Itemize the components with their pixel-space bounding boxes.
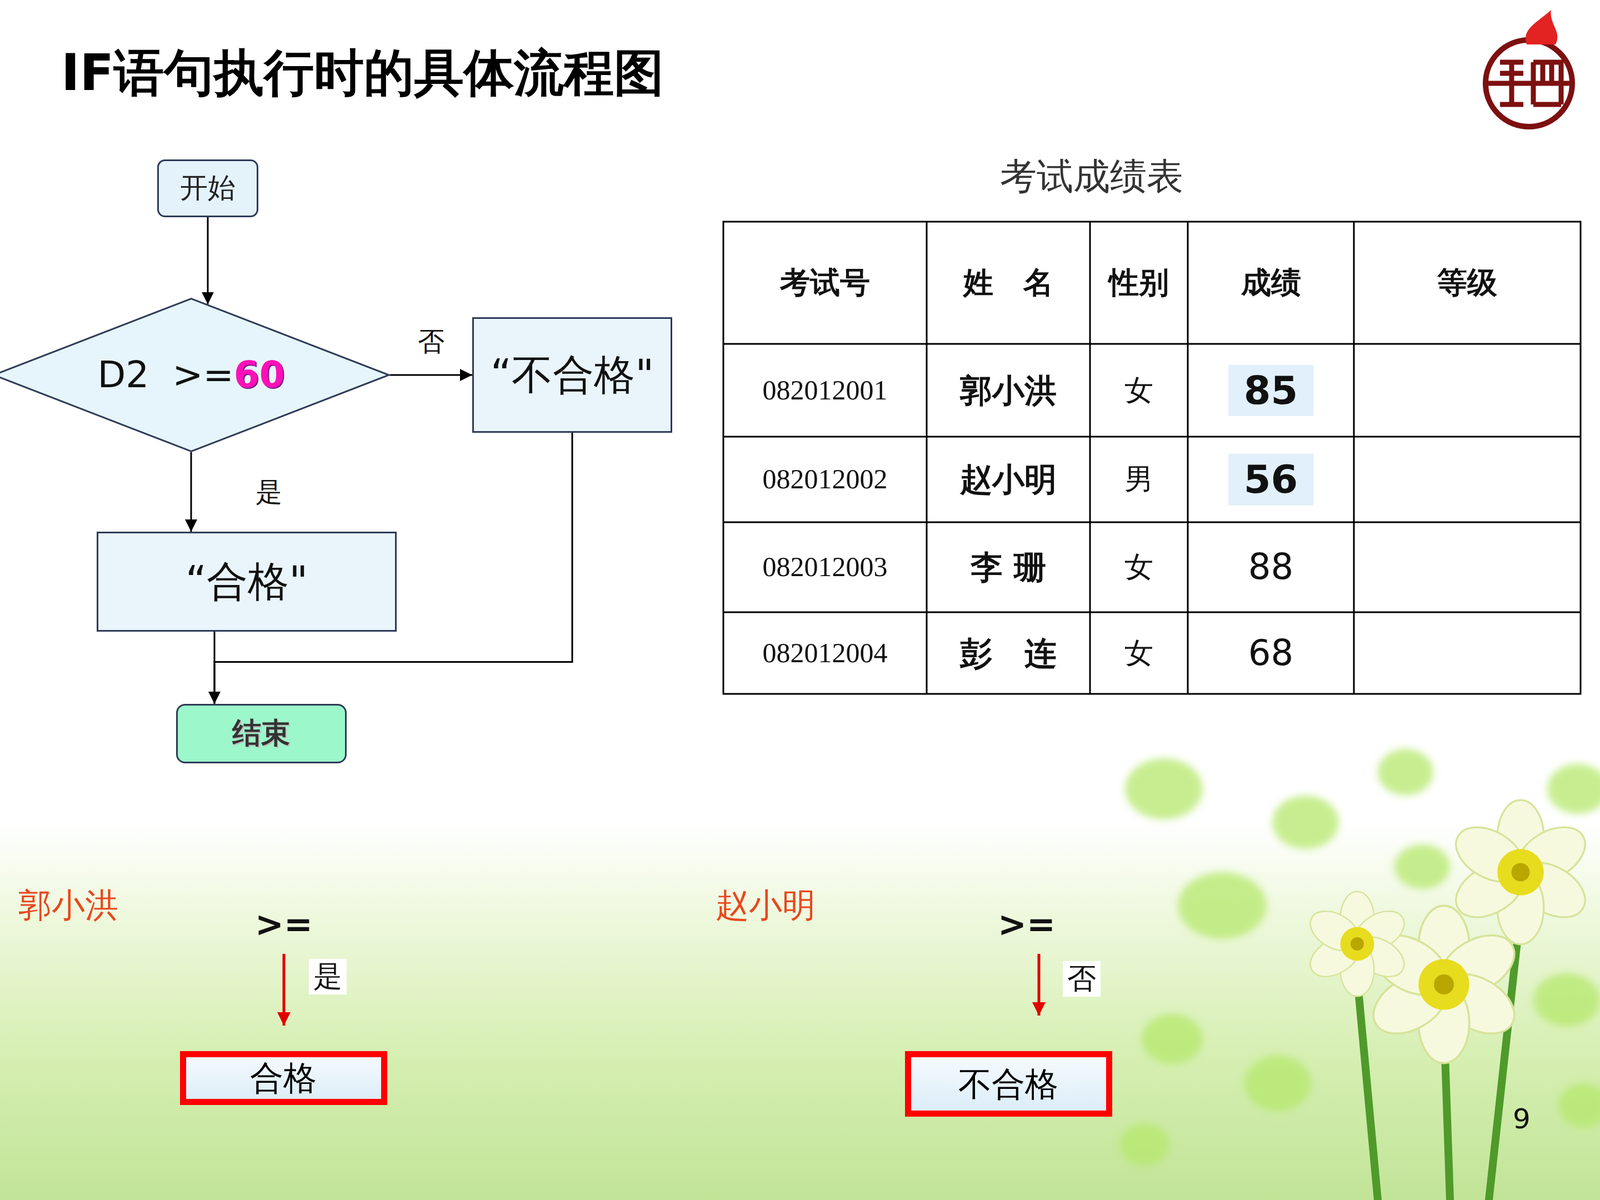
node-label: “合格" [185, 557, 308, 605]
table-cell: 郭小洪 [960, 371, 1057, 409]
table-header: 等级 [1437, 265, 1498, 300]
score-table-grid [723, 221, 1581, 694]
operator: >= [255, 904, 313, 944]
table-row-rule [723, 343, 1581, 613]
table-cell: 彭 连 [960, 634, 1057, 672]
node-label: “不合格" [490, 351, 654, 399]
table-cell: 85 [1228, 364, 1314, 417]
process-box: “不合格" [472, 317, 673, 433]
process-box: “合格" [96, 531, 397, 632]
logo-glyph [1500, 62, 1524, 105]
leaf [1533, 973, 1600, 1027]
decision-diamond: D2 >=60 [0, 297, 390, 453]
node-label: 不合格 [958, 1065, 1059, 1103]
school-logo [1484, 10, 1574, 127]
node-text: “合格" [185, 557, 308, 605]
flow-connector [389, 374, 473, 377]
end-box: 结束 [176, 703, 347, 764]
leaf [1119, 1123, 1170, 1166]
node-text: 结束 [232, 716, 290, 750]
start-box: 开始 [157, 159, 259, 218]
table-cell: 082012001 [762, 374, 888, 407]
table-cell: 赵小明 [960, 461, 1057, 499]
node-text: 合格 [250, 1059, 317, 1097]
table-cell: 68 [1248, 632, 1294, 674]
logo-flame [1525, 10, 1558, 45]
student-name: 赵小明 [715, 886, 816, 925]
daffodil [1446, 800, 1595, 945]
red-arrow [1037, 953, 1041, 1016]
table-header: 成绩 [1241, 265, 1302, 300]
result-box: 合格 [180, 1051, 388, 1105]
table-cell: 88 [1248, 546, 1294, 588]
table-header: 性别 [1108, 265, 1169, 300]
table-cell: 082012002 [762, 463, 888, 496]
table-header: 姓 名 [963, 265, 1054, 300]
table-cell: 082012003 [762, 551, 888, 584]
page-number: 9 [1512, 1103, 1531, 1136]
student-name: 郭小洪 [18, 886, 119, 925]
node-label: 合格 [250, 1059, 317, 1097]
table-border [723, 221, 1581, 694]
node-text: 不合格 [958, 1065, 1059, 1103]
daffodil [1303, 891, 1412, 997]
table-cell: 女 [1124, 636, 1154, 670]
node-text: “不合格" [490, 351, 654, 399]
leaf [1125, 758, 1203, 820]
node-label: D2 >= [97, 353, 234, 397]
flow-connector [190, 452, 193, 532]
node-label: 结束 [232, 716, 290, 750]
flow-connector [207, 217, 209, 305]
table-cell: 56 [1228, 453, 1314, 506]
table-column-rule [926, 221, 1354, 694]
operator: >= [997, 904, 1056, 944]
edge-label: 否 [414, 325, 448, 358]
leaf [1272, 795, 1339, 849]
leaf [1141, 1013, 1203, 1064]
node-text: 开始 [180, 172, 236, 205]
diamond-shape [0, 298, 389, 452]
slide-title: IF语句执行时的具体流程图 [61, 43, 664, 102]
branch-label: 是 [308, 958, 347, 995]
flower-decoration [1119, 748, 1600, 1200]
table-header: 考试号 [780, 265, 870, 300]
table-cell: 女 [1124, 373, 1154, 408]
red-arrow [282, 953, 286, 1026]
table-cell: 女 [1124, 550, 1154, 584]
table-cell: 李 珊 [970, 548, 1047, 587]
table-caption: 考试成绩表 [1000, 155, 1184, 198]
table-cell: 男 [1124, 462, 1154, 497]
leaf [1558, 1083, 1600, 1128]
logo-glyph [1533, 62, 1562, 105]
leaf [1244, 1055, 1312, 1112]
table-cell: 082012004 [762, 637, 888, 670]
leaf [1547, 763, 1600, 814]
leaf [1377, 748, 1434, 796]
leaf [1394, 844, 1450, 889]
branch-label: 否 [1062, 961, 1101, 997]
leaf [1177, 872, 1267, 939]
node-label: 开始 [180, 172, 236, 205]
node-text: D2 >=60 [97, 353, 285, 397]
example-arrows [283, 953, 1039, 1026]
result-box: 不合格 [905, 1051, 1113, 1117]
edge-label: 是 [252, 475, 286, 509]
leaf-blobs [1119, 748, 1600, 1166]
node-label: 60 [233, 353, 285, 397]
